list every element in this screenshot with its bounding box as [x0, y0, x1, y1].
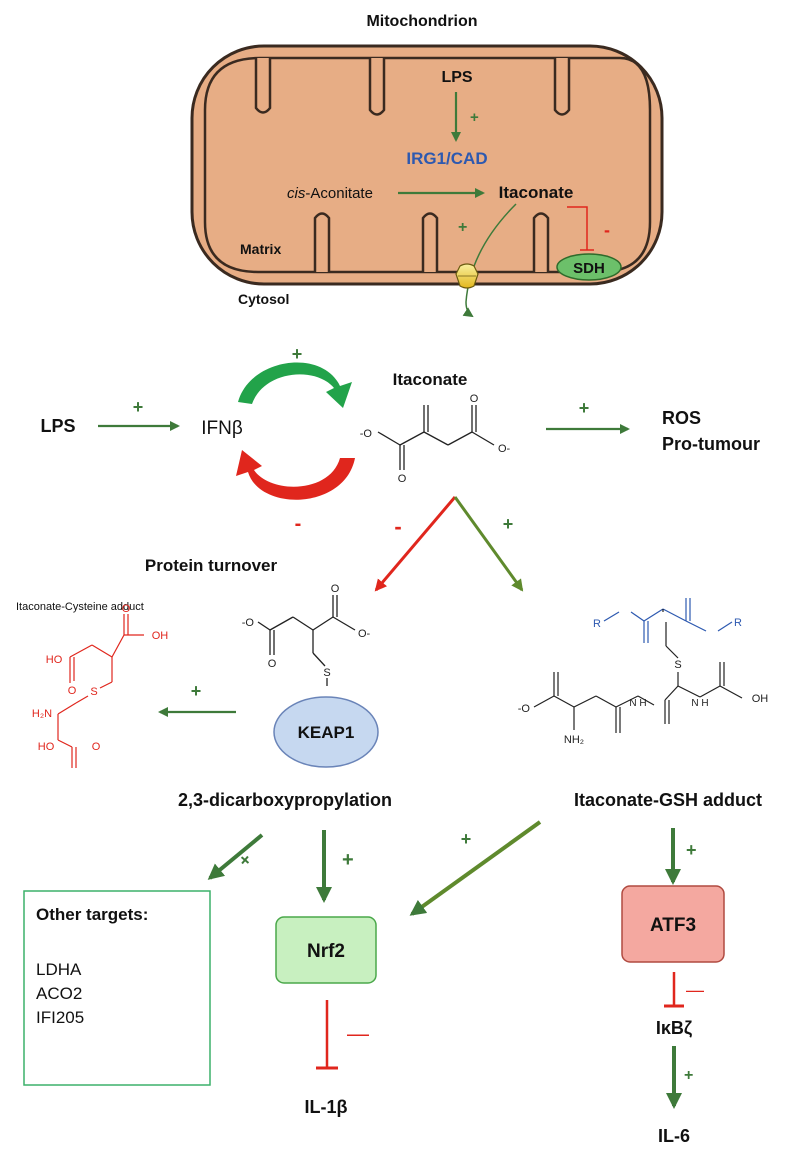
gsh-s: S: [674, 659, 681, 671]
ita-o-minus-right: O-: [498, 443, 511, 455]
crista: [532, 212, 550, 272]
ros-label: ROS: [662, 408, 701, 428]
itaconate-inhibits-sdh: [567, 206, 588, 250]
itaconate-cysteine-structure: [57, 614, 144, 768]
cys-adduct-title: Itaconate-Cysteine adduct: [16, 601, 144, 613]
gsh-o-minus: -O: [518, 703, 531, 715]
ita-o-top: O: [470, 393, 479, 405]
itaconate-to-protein-arrow: [374, 496, 457, 592]
itaconate-structure: [377, 405, 495, 470]
il6-label: IL-6: [658, 1126, 690, 1146]
itaconate-label: Itaconate: [393, 370, 468, 389]
plus-lps-ifnb: +: [133, 397, 144, 417]
gsh-to-nrf2-arrow: [409, 820, 542, 916]
gsh-nh-2: N H: [691, 698, 708, 709]
minus-protein: -: [394, 514, 401, 539]
cys-o3: O: [92, 741, 101, 753]
dicarboxypropylation-label: 2,3-dicarboxypropylation: [178, 790, 392, 810]
crista: [421, 212, 439, 272]
mito-title: Mitochondrion: [366, 13, 477, 30]
mito-itaconate: Itaconate: [499, 183, 574, 202]
keap-s: S: [323, 667, 330, 679]
itaconate-to-gsh-arrow: [453, 496, 524, 592]
ifnb-label: IFNβ: [201, 418, 243, 439]
other-target-aco2: ACO2: [36, 984, 82, 1003]
dicarboxy-to-other-targets-arrow: [207, 833, 264, 880]
cys-ho-top: HO: [46, 654, 63, 666]
ikbz-label: IκBζ: [656, 1018, 692, 1039]
plus-ros: +: [579, 398, 590, 418]
mito-plus-lps: +: [470, 109, 479, 126]
nrf2-box: [275, 916, 377, 984]
minus-ikbz: —: [686, 980, 704, 1000]
gsh-r2: R: [734, 617, 742, 629]
crista: [254, 58, 272, 114]
lps-label: LPS: [40, 416, 75, 436]
matrix-label: Matrix: [240, 241, 281, 257]
cys-o2: O: [122, 603, 131, 615]
minus-loop: -: [295, 513, 302, 535]
crista: [553, 58, 571, 116]
minus-il1b: —: [347, 1021, 369, 1046]
plus-atf3: +: [686, 840, 697, 860]
cys-s: S: [90, 686, 97, 698]
cytosol-label: Cytosol: [238, 291, 289, 307]
keap-o2: O: [331, 583, 340, 595]
atf3-box: [621, 885, 725, 963]
cys-oh: OH: [152, 630, 169, 642]
other-targets-box: [23, 890, 211, 1086]
plus-cys: +: [191, 681, 202, 701]
gsh-oh: OH: [752, 693, 769, 705]
plus-gsh: +: [503, 514, 514, 534]
itaconate-inhibits-ifnb-curved-arrow: [236, 450, 355, 500]
ita-o-bottom: O: [398, 473, 407, 485]
plus-loop: +: [292, 344, 303, 364]
keap1-label: KEAP1: [298, 723, 355, 742]
plus-gsh-nrf2: +: [461, 829, 472, 849]
itaconate-export-arrow: [462, 203, 517, 318]
keap-o1: O: [268, 658, 277, 670]
mitochondrion: [190, 44, 664, 286]
mito-inner-membrane: [203, 56, 652, 274]
irg1-cad-label: IRG1/CAD: [406, 149, 487, 168]
other-target-ifi205: IFI205: [36, 1008, 84, 1027]
cis-aconitate-label: cis-Aconitate: [287, 185, 373, 202]
cys-ho-bottom: HO: [38, 741, 55, 753]
cys-nh2: H₂N: [32, 708, 52, 720]
crista: [368, 58, 386, 116]
gsh-nh-1: N H: [629, 698, 646, 709]
gsh-adduct-label: Itaconate-GSH adduct: [574, 790, 762, 810]
other-targets-title: Other targets:: [36, 905, 148, 924]
other-target-ldha: LDHA: [36, 960, 82, 979]
il1b-label: IL-1β: [305, 1097, 348, 1117]
atf3-label: ATF3: [650, 915, 696, 936]
keap-om2: O-: [358, 628, 371, 640]
crista: [313, 212, 331, 272]
nrf2-label: Nrf2: [307, 941, 345, 962]
protein-turnover-label: Protein turnover: [145, 556, 278, 575]
keap1-protein: [273, 696, 379, 768]
mito-minus-sdh: -: [604, 220, 610, 240]
plus-other: +: [235, 849, 256, 871]
mito-plus-export: +: [458, 219, 467, 236]
plus-nrf2: +: [342, 849, 354, 871]
plus-il6: +: [684, 1067, 693, 1084]
keap-om1: -O: [242, 617, 255, 629]
cys-o1: O: [68, 685, 77, 697]
pro-tumour-label: Pro-tumour: [662, 434, 760, 454]
itaconate-gsh-structure: [533, 598, 743, 733]
mito-lps: LPS: [441, 69, 472, 86]
keap1-itaconate-structure: [257, 595, 356, 686]
ita-o-minus-left: -O: [360, 428, 373, 440]
sdh-label: SDH: [573, 260, 605, 277]
gsh-nh2: NH₂: [564, 734, 584, 746]
gsh-r1: R: [593, 618, 601, 630]
ifnb-to-itaconate-curved-arrow: [238, 362, 352, 408]
sdh-enzyme: [556, 253, 622, 281]
membrane-transporter: [455, 263, 479, 289]
